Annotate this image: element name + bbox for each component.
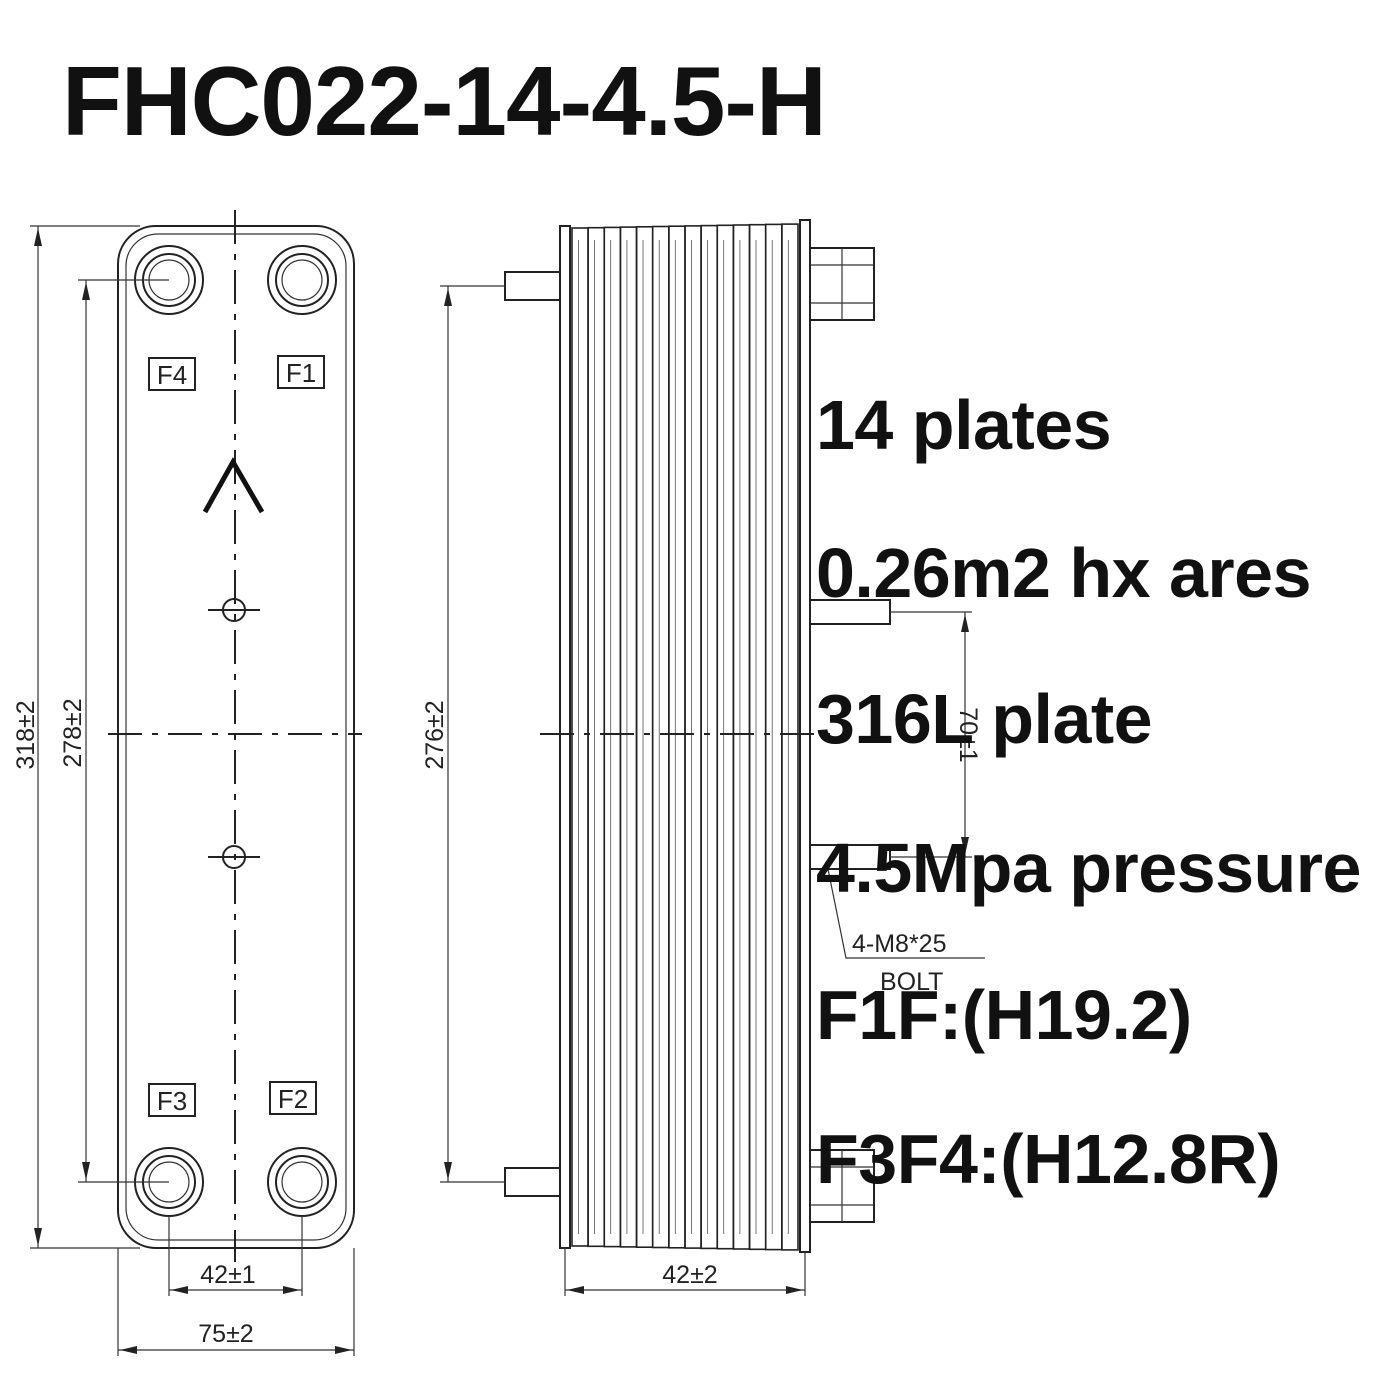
bolt-spec-label: 4-M8*25: [852, 930, 947, 958]
dim-total-width: [117, 1248, 355, 1356]
plate-14: [781, 223, 799, 1251]
stud-upper-left: [504, 271, 561, 301]
dim-stud-height-label: 276±2: [421, 700, 449, 769]
plate-6: [651, 225, 670, 1249]
connection-upper: [809, 247, 875, 321]
dim-port-height: [78, 279, 169, 1183]
crosshair-mark-upper: [208, 598, 260, 622]
plate-3: [603, 226, 622, 1248]
dim-port-height-label: 278±2: [59, 698, 87, 767]
port-label-f2: F2: [278, 1084, 308, 1114]
plate-7: [668, 225, 686, 1249]
connection-lower: [809, 1149, 875, 1223]
dim-connection-spacing: [890, 611, 972, 858]
spec-list: 14 plates 0.26m2 hx ares 316L plate 4.5M…: [816, 386, 1361, 1198]
dim-depth-label: 42±2: [662, 1261, 717, 1289]
spec-material: 316L plate: [816, 680, 1152, 758]
dim-port-width-label: 42±1: [200, 1261, 255, 1289]
crosshair-mark-lower: [208, 845, 260, 869]
spec-area: 0.26m2 hx ares: [816, 534, 1311, 612]
plate-stack: [571, 223, 799, 1251]
spec-f1f-connection: F1F:(H19.2): [816, 976, 1192, 1054]
plate-10: [716, 224, 735, 1250]
flow-chevron-icon: [202, 456, 265, 514]
plate-5: [635, 226, 654, 1249]
plate-2: [587, 226, 605, 1248]
model-title: FHC022-14-4.5-H: [62, 46, 826, 156]
dim-port-width: [168, 1216, 303, 1296]
dim-stud-height: [440, 285, 505, 1183]
dim-total-height: [30, 225, 140, 1249]
back-cover-plate: [799, 219, 811, 1253]
dim-depth: [564, 1248, 806, 1296]
port-label-f4: F4: [157, 360, 187, 390]
plate-13: [764, 223, 783, 1251]
side-view: 276±2 42±2 70±1 4-M8*25 BOLT: [421, 219, 985, 1296]
plate-4: [619, 226, 638, 1248]
front-cover-plate: [559, 225, 571, 1249]
stud-lower-left: [504, 1167, 561, 1197]
plate-1: [571, 227, 589, 1247]
plate-9: [700, 224, 718, 1250]
spec-pressure: 4.5Mpa pressure: [816, 829, 1361, 907]
bolt-label: BOLT: [880, 968, 943, 996]
port-f1-circle: [267, 245, 337, 315]
plate-12: [748, 223, 767, 1251]
port-f2-circle: [267, 1147, 337, 1217]
port-label-f3: F3: [157, 1086, 187, 1116]
spec-plates: 14 plates: [816, 386, 1111, 464]
dim-total-height-label: 318±2: [12, 700, 40, 769]
spec-f3f4-connection: F3F4:(H12.8R): [816, 1120, 1280, 1198]
bolt-leader-line: [827, 868, 985, 959]
front-view: F4 F1 F3 F2 318±2: [12, 210, 362, 1356]
plate-8: [684, 225, 702, 1249]
dim-total-width-label: 75±2: [198, 1320, 253, 1348]
plate-11: [732, 224, 751, 1250]
dim-connection-spacing-label: 70±1: [954, 707, 982, 762]
port-label-f1: F1: [286, 358, 316, 388]
